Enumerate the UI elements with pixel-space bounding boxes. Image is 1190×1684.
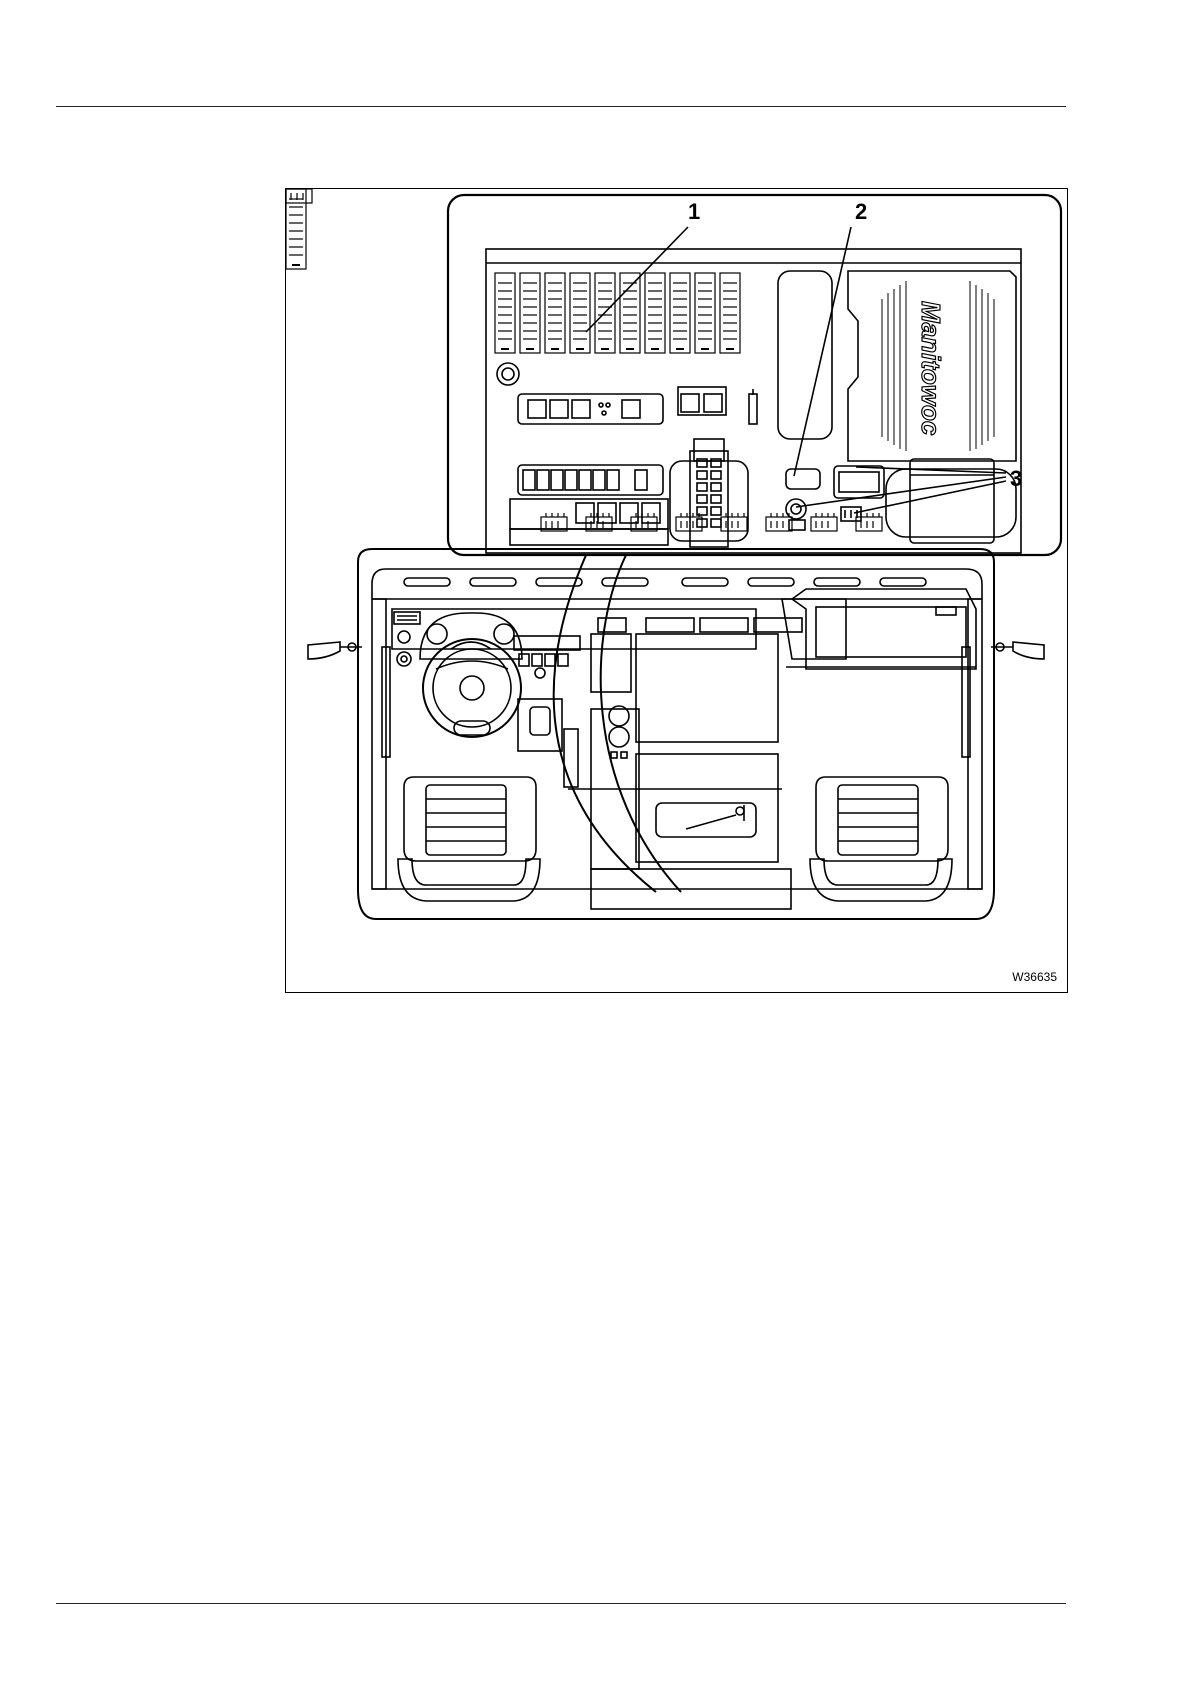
figure-code: W36635 bbox=[1012, 970, 1057, 984]
cab-interior bbox=[308, 549, 1044, 919]
callout-2: 2 bbox=[855, 201, 867, 223]
module-logo-text: Manitowoc bbox=[916, 301, 946, 436]
detail-inset: Manitowoc bbox=[286, 189, 1061, 555]
header-rule bbox=[56, 106, 1066, 107]
footer-rule bbox=[56, 1603, 1066, 1604]
callout-3: 3 bbox=[1010, 468, 1022, 490]
cab-fuse-panel-illustration: Manitowoc bbox=[286, 189, 1067, 992]
callout-1: 1 bbox=[688, 201, 700, 223]
figure-frame: Manitowoc bbox=[285, 188, 1068, 993]
passenger-seat bbox=[810, 777, 952, 901]
driver-seat bbox=[398, 777, 540, 901]
